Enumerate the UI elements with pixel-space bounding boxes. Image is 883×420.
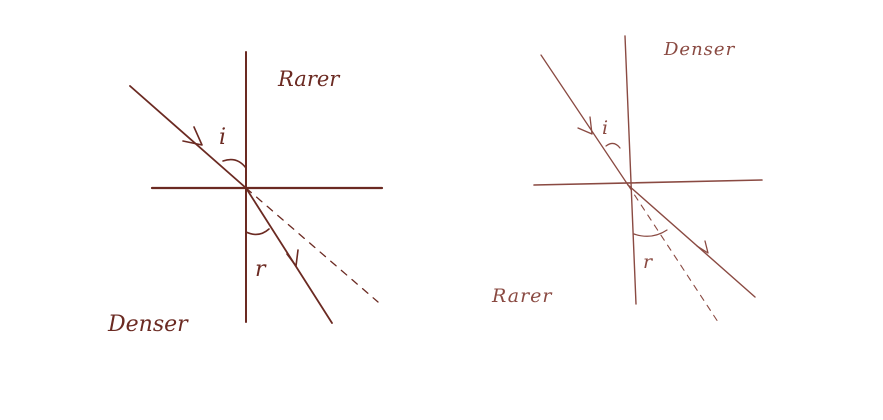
angle-i-label-left: i (219, 125, 226, 150)
interface-line-right (533, 179, 763, 186)
refracted-arrow-right (696, 240, 709, 254)
refracted-arrow-left (286, 249, 299, 267)
diagram-left: i r Rarer Denser (107, 51, 384, 337)
angle-r-arc-right (633, 229, 668, 237)
medium-bottom-label-left: Denser (107, 312, 189, 337)
angle-r-label-left: r (255, 257, 267, 282)
incident-ray-left (129, 85, 247, 189)
diagram-right: i r Denser Rarer (491, 35, 763, 326)
incident-arrow-left (182, 126, 203, 146)
angle-i-label-right: i (602, 117, 608, 139)
medium-top-label-right: Denser (663, 39, 736, 60)
undeviated-path-dashed-left (245, 187, 379, 303)
angle-i-arc-left (222, 158, 247, 169)
medium-top-label-left: Rarer (277, 67, 341, 91)
incident-ray-right (540, 54, 629, 186)
angle-r-arc-left (245, 228, 270, 236)
refracted-ray-right (627, 184, 756, 298)
angle-r-label-right: r (643, 251, 654, 273)
normal-line-right (624, 35, 637, 305)
incident-arrow-right (577, 116, 593, 135)
medium-bottom-label-right: Rarer (491, 285, 553, 307)
undeviated-path-dashed-right (627, 184, 721, 326)
angle-i-arc-right (605, 142, 621, 149)
